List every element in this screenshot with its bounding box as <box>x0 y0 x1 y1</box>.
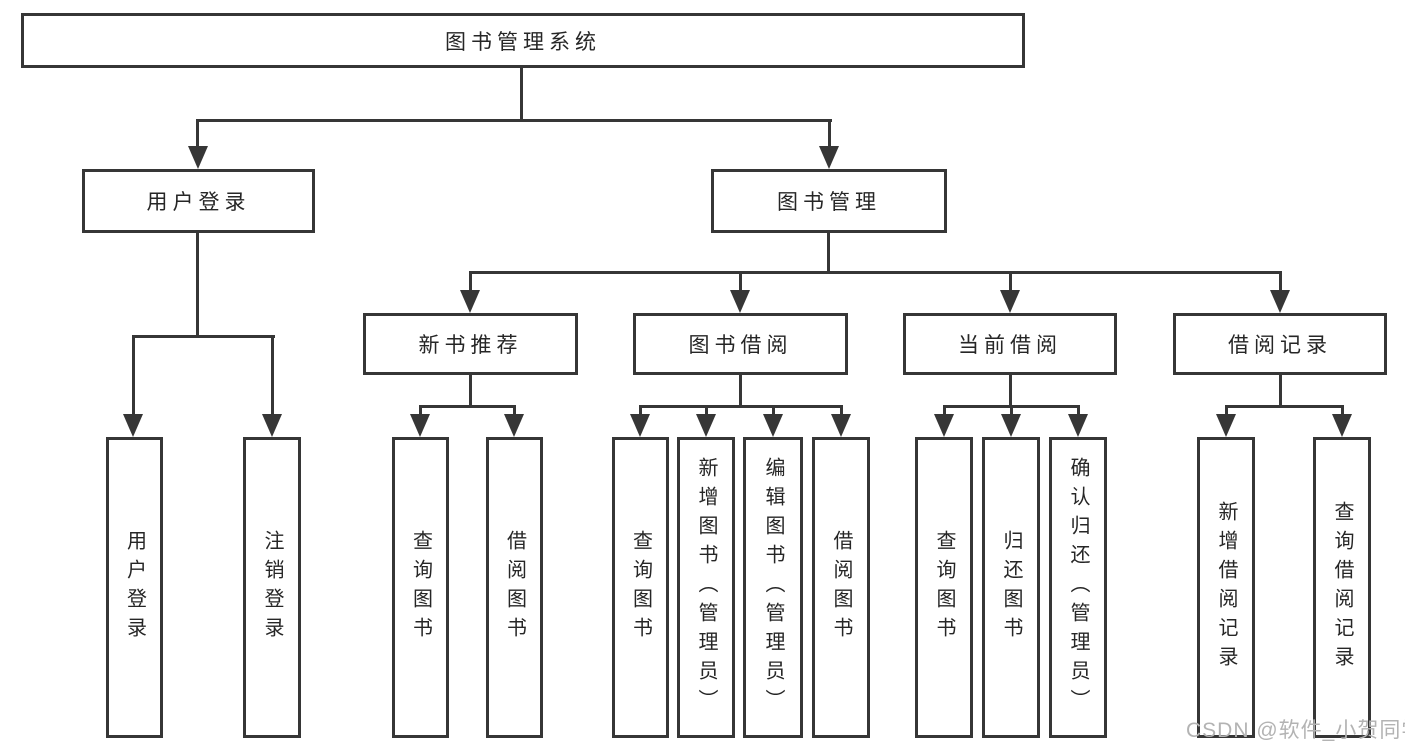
arrowhead-down <box>934 414 954 437</box>
connector-line <box>943 405 946 417</box>
arrowhead-down <box>1000 290 1020 313</box>
node-query-books-current-label: 查询图书 <box>933 529 955 646</box>
csdn-watermark: CSDN @软件_小贺同学 <box>1186 719 1405 742</box>
node-query-borrow-record-label: 查询借阅记录 <box>1331 500 1353 675</box>
connector-line <box>1279 271 1282 293</box>
node-current-borrowing-label: 当前借阅 <box>958 334 1062 357</box>
node-book-management: 图书管理 <box>711 169 947 233</box>
connector-line <box>639 405 842 408</box>
node-logout-login: 注销登录 <box>243 437 301 738</box>
node-book-borrowing-label: 图书借阅 <box>688 334 793 357</box>
node-query-books-recommend-label: 查询图书 <box>409 529 432 646</box>
node-return-books-label: 归还图书 <box>1000 529 1022 646</box>
node-query-books-borrowing-label: 查询图书 <box>629 529 652 646</box>
node-return-books: 归还图书 <box>982 437 1040 738</box>
connector-line <box>1009 271 1012 293</box>
arrowhead-down <box>819 146 839 169</box>
connector-line <box>132 335 275 338</box>
node-borrow-records-label: 借阅记录 <box>1228 334 1332 357</box>
connector-line <box>271 335 274 417</box>
connector-line <box>840 405 843 417</box>
connector-line <box>513 405 516 417</box>
arrowhead-down <box>123 414 143 437</box>
node-borrow-books-recommend-label: 借阅图书 <box>503 529 526 646</box>
connector-line <box>196 119 832 122</box>
node-borrow-books-recommend: 借阅图书 <box>486 437 543 738</box>
arrowhead-down <box>460 290 480 313</box>
connector-line <box>196 119 199 149</box>
node-query-books-borrowing: 查询图书 <box>612 437 669 738</box>
node-current-borrowing: 当前借阅 <box>903 313 1117 375</box>
node-add-books-admin: 新增图书（管理员） <box>677 437 735 738</box>
connector-line <box>419 405 422 417</box>
arrowhead-down <box>1068 414 1088 437</box>
node-add-borrow-record-label: 新增借阅记录 <box>1215 500 1237 675</box>
node-query-books-current: 查询图书 <box>915 437 973 738</box>
arrowhead-down <box>763 414 783 437</box>
arrowhead-down <box>1001 414 1021 437</box>
node-borrow-records: 借阅记录 <box>1173 313 1387 375</box>
node-add-books-admin-label: 新增图书（管理员） <box>695 457 717 718</box>
connector-line <box>705 405 708 417</box>
arrowhead-down <box>410 414 430 437</box>
arrowhead-down <box>730 290 750 313</box>
arrowhead-down <box>696 414 716 437</box>
connector-line <box>419 405 516 408</box>
connector-line <box>196 233 199 338</box>
connector-line <box>772 405 775 417</box>
node-confirm-return-admin: 确认归还（管理员） <box>1049 437 1107 738</box>
node-logout-login-label: 注销登录 <box>261 529 283 646</box>
connector-line <box>828 119 831 149</box>
node-user-login-group: 用户登录 <box>82 169 315 233</box>
node-edit-books-admin: 编辑图书（管理员） <box>743 437 803 738</box>
connector-line <box>1225 405 1228 417</box>
connector-line <box>520 68 523 121</box>
arrowhead-down <box>1216 414 1236 437</box>
connector-line <box>739 271 742 293</box>
arrowhead-down <box>262 414 282 437</box>
node-confirm-return-admin-label: 确认归还（管理员） <box>1067 457 1089 718</box>
connector-line <box>1225 405 1343 408</box>
connector-line <box>1010 405 1013 417</box>
connector-line <box>739 375 742 408</box>
node-book-borrowing: 图书借阅 <box>633 313 848 375</box>
connector-line <box>132 335 135 417</box>
connector-line <box>1341 405 1344 417</box>
node-new-book-recommend-label: 新书推荐 <box>418 334 523 357</box>
arrowhead-down <box>504 414 524 437</box>
connector-line <box>1077 405 1080 417</box>
node-borrow-books: 借阅图书 <box>812 437 870 738</box>
connector-line <box>1279 375 1282 408</box>
arrowhead-down <box>188 146 208 169</box>
connector-line <box>827 233 830 274</box>
node-user-login-group-label: 用户登录 <box>146 191 251 214</box>
node-library-system: 图书管理系统 <box>21 13 1025 68</box>
node-book-management-label: 图书管理 <box>777 191 881 214</box>
node-borrow-books-label: 借阅图书 <box>830 529 852 646</box>
node-add-borrow-record: 新增借阅记录 <box>1197 437 1255 738</box>
node-new-book-recommend: 新书推荐 <box>363 313 578 375</box>
connector-line <box>469 271 1282 274</box>
arrowhead-down <box>1270 290 1290 313</box>
arrowhead-down <box>831 414 851 437</box>
connector-line <box>469 375 472 408</box>
node-edit-books-admin-label: 编辑图书（管理员） <box>762 457 784 718</box>
node-user-login-label: 用户登录 <box>123 529 146 646</box>
connector-line <box>469 271 472 293</box>
connector-line <box>1009 375 1012 408</box>
arrowhead-down <box>630 414 650 437</box>
node-user-login: 用户登录 <box>106 437 163 738</box>
connector-line <box>639 405 642 417</box>
node-query-books-recommend: 查询图书 <box>392 437 449 738</box>
arrowhead-down <box>1332 414 1352 437</box>
node-library-system-label: 图书管理系统 <box>445 30 601 54</box>
node-query-borrow-record: 查询借阅记录 <box>1313 437 1371 738</box>
